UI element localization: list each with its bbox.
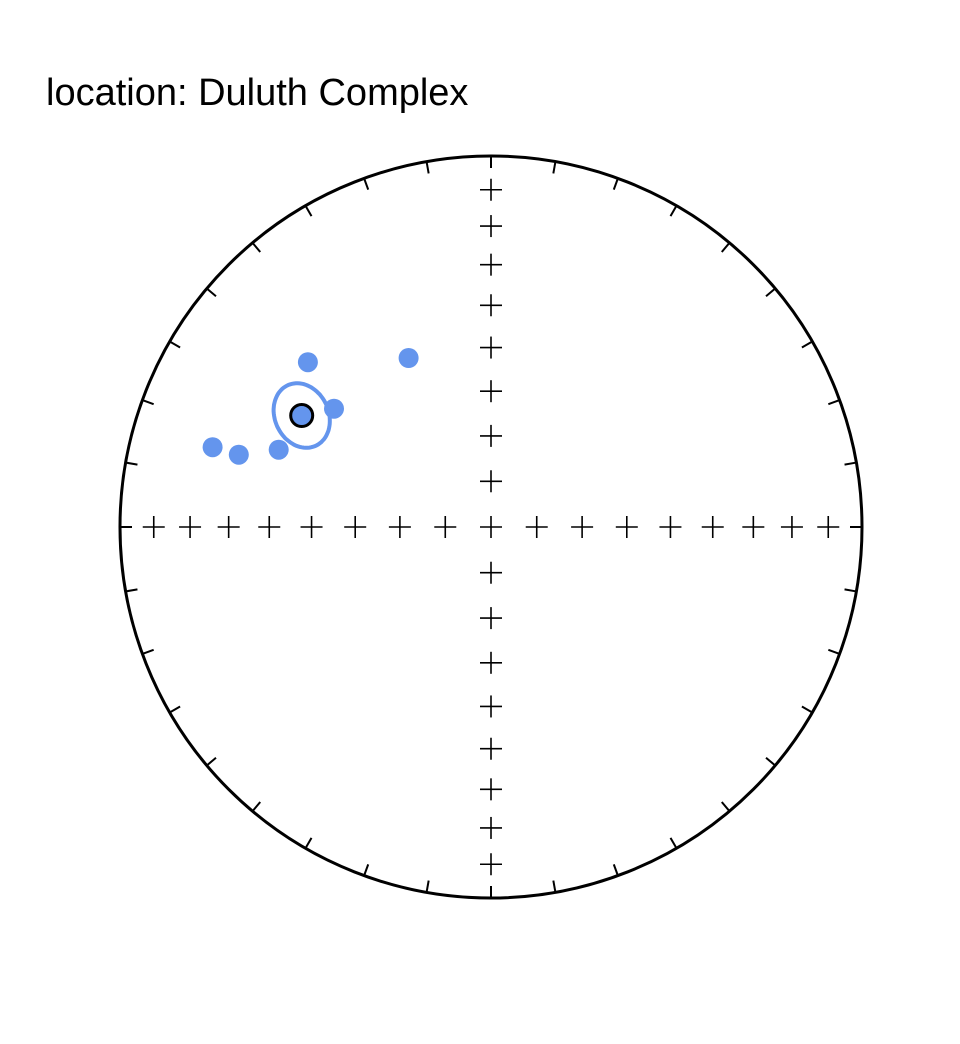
boundary-tick [304,837,313,849]
boundary-tick [612,864,619,876]
data-point [398,348,419,368]
boundary-tick [169,705,181,714]
boundary-tick [844,588,857,593]
boundary-ticks [120,156,862,898]
boundary-tick [142,399,154,406]
boundary-tick [765,756,776,767]
boundary-tick [206,756,217,767]
boundary-tick [142,648,154,655]
mean-layer [289,403,315,428]
boundary-tick [363,178,370,190]
boundary-tick [304,205,313,217]
boundary-tick [425,161,430,174]
boundary-tick [552,161,557,174]
boundary-tick [363,864,370,876]
boundary-tick [828,648,840,655]
boundary-tick [720,801,731,812]
data-points [202,348,419,465]
grid-crosses [142,178,840,876]
boundary-tick [669,205,678,217]
confidence-ellipse-layer [271,381,332,450]
boundary-tick [125,588,138,593]
boundary-tick [552,880,557,893]
data-point [268,439,289,460]
data-point [228,444,249,465]
boundary-tick [844,461,857,466]
boundary-tick [669,837,678,849]
boundary-tick [251,242,262,253]
confidence-ellipse [271,381,332,450]
boundary-tick [828,399,840,406]
boundary-tick [425,880,430,893]
boundary-tick [720,242,731,253]
data-point [324,398,344,419]
boundary-tick [612,178,619,190]
mean-point [289,403,315,428]
boundary-tick [801,705,813,714]
boundary-tick [765,287,776,298]
data-point [297,352,318,373]
chart-title: location: Duluth Complex [46,72,469,114]
data-point [202,437,223,458]
boundary-tick [169,340,181,349]
boundary-tick [801,340,813,349]
boundary-tick [206,287,217,298]
boundary-tick [251,801,262,812]
boundary-tick [125,461,138,466]
